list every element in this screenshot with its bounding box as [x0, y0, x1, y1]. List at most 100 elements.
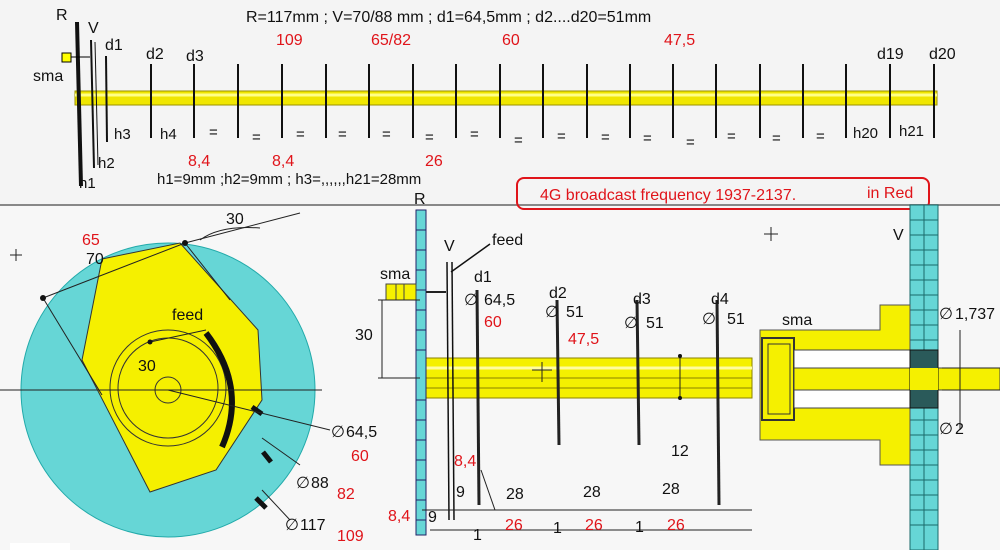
mid-label-d4: d4	[711, 291, 729, 308]
svg-text:=: =	[209, 124, 218, 141]
label-R: R	[56, 7, 68, 24]
reflector-side	[415, 209, 427, 536]
sma-connector	[61, 52, 72, 63]
left-phi-b: ∅	[296, 475, 310, 492]
svg-text:=: =	[470, 126, 479, 143]
red-8-4-a: 8,4	[188, 153, 210, 170]
right-phi-a: ∅	[939, 306, 953, 323]
mid-v28b: 28	[583, 484, 601, 501]
mid-v9a: 9	[456, 484, 465, 501]
mid-v30: 30	[355, 327, 373, 344]
red-26: 26	[425, 153, 443, 170]
spec-line: R=117mm ; V=70/88 mm ; d1=64,5mm ; d2...…	[246, 9, 651, 26]
label-h20: h20	[853, 125, 878, 142]
mid-v51c: 51	[727, 311, 745, 328]
label-d1: d1	[105, 37, 123, 54]
mid-v1c: 1	[635, 519, 644, 536]
mid-v60: 60	[484, 314, 502, 331]
mid-phi-4: ∅	[702, 311, 716, 328]
left-d117: 117	[300, 517, 326, 534]
driven-element	[90, 39, 95, 169]
left-d645: 64,5	[346, 424, 377, 441]
right-label-sma: sma	[782, 312, 812, 329]
mid-v26a: 26	[505, 517, 523, 534]
note-frequency: 4G broadcast frequency 1937-2137.	[540, 187, 796, 204]
label-d2: d2	[146, 46, 164, 63]
svg-text:=: =	[338, 126, 347, 143]
side-view-detail: R V feed sma d1 d2 d3 d4 ∅ 64,5 60 ∅ 51 …	[355, 191, 753, 544]
mid-label-d2: d2	[549, 285, 567, 302]
mid-v645: 64,5	[484, 292, 515, 309]
mid-phi-2: ∅	[545, 304, 559, 321]
mid-v28c: 28	[662, 481, 680, 498]
right-label-V: V	[893, 227, 904, 244]
svg-text:=: =	[772, 130, 781, 147]
left-dim-65: 65	[82, 232, 100, 249]
mid-v84b: 8,4	[388, 508, 410, 525]
label-sma: sma	[33, 68, 63, 85]
mid-label-R: R	[414, 191, 426, 208]
svg-text:=: =	[557, 128, 566, 145]
mid-v51b: 51	[646, 315, 664, 332]
svg-text:=: =	[643, 130, 652, 147]
directors	[105, 55, 935, 143]
mid-label-sma: sma	[380, 266, 410, 283]
label-d3: d3	[186, 48, 204, 65]
center-pin	[793, 367, 1000, 391]
left-feed: feed	[172, 307, 203, 324]
label-h1: h1	[79, 175, 96, 192]
mid-v51a: 51	[566, 304, 584, 321]
mid-v1b: 1	[553, 520, 562, 537]
equal-signs: = = = = = = = = = = = = = = =	[209, 124, 825, 151]
label-h4: h4	[160, 126, 177, 143]
red-47-5: 47,5	[664, 32, 695, 49]
mid-v9b: 9	[428, 509, 437, 526]
mid-label-d1: d1	[474, 269, 492, 286]
svg-text:=: =	[601, 129, 610, 146]
mid-v28a: 28	[506, 486, 524, 503]
mid-label-d3: d3	[633, 291, 651, 308]
left-d82: 82	[337, 486, 355, 503]
left-d109: 109	[337, 528, 364, 545]
red-8-4-b: 8,4	[272, 153, 294, 170]
note-box	[516, 177, 930, 210]
mid-v26b: 26	[585, 517, 603, 534]
note-in-red: in Red	[867, 185, 913, 202]
reflector-front-view: 65 70 30 feed 30 ∅ 64,5 60 ∅ 88 82 ∅ 117…	[0, 211, 377, 550]
label-d19: d19	[877, 46, 904, 63]
left-dim-70: 70	[86, 251, 104, 268]
mid-phi-3: ∅	[624, 315, 638, 332]
label-d20: d20	[929, 46, 956, 63]
label-h2: h2	[98, 155, 115, 172]
mid-v84a: 8,4	[454, 453, 476, 470]
red-109: 109	[276, 32, 303, 49]
mid-phi-1: ∅	[464, 292, 478, 309]
svg-text:=: =	[514, 132, 523, 149]
right-phi-b: ∅	[939, 421, 953, 438]
red-60: 60	[502, 32, 520, 49]
feed-arc	[203, 331, 235, 449]
svg-text:=: =	[296, 126, 305, 143]
left-phi-c: ∅	[285, 517, 299, 534]
right-d1737: 1,737	[955, 306, 995, 323]
driven-element-plate	[81, 242, 263, 493]
mid-v475: 47,5	[568, 331, 599, 348]
mid-label-feed: feed	[492, 232, 523, 249]
driven-side	[446, 261, 450, 521]
label-h3: h3	[114, 126, 131, 143]
mid-v26c: 26	[667, 517, 685, 534]
left-phi-a: ∅	[331, 424, 345, 441]
left-d88: 88	[311, 475, 329, 492]
label-h21: h21	[899, 123, 924, 140]
mid-v12: 12	[671, 443, 689, 460]
left-d60: 60	[351, 448, 369, 465]
svg-text:=: =	[425, 129, 434, 146]
boom	[74, 90, 938, 106]
right-d2: 2	[955, 421, 964, 438]
svg-text:=: =	[816, 128, 825, 145]
left-dim-30a: 30	[226, 211, 244, 228]
h-spec-line: h1=9mm ;h2=9mm ; h3=,,,,,,h21=28mm	[157, 171, 421, 188]
sma-side	[385, 283, 417, 301]
red-65-82: 65/82	[371, 32, 411, 49]
